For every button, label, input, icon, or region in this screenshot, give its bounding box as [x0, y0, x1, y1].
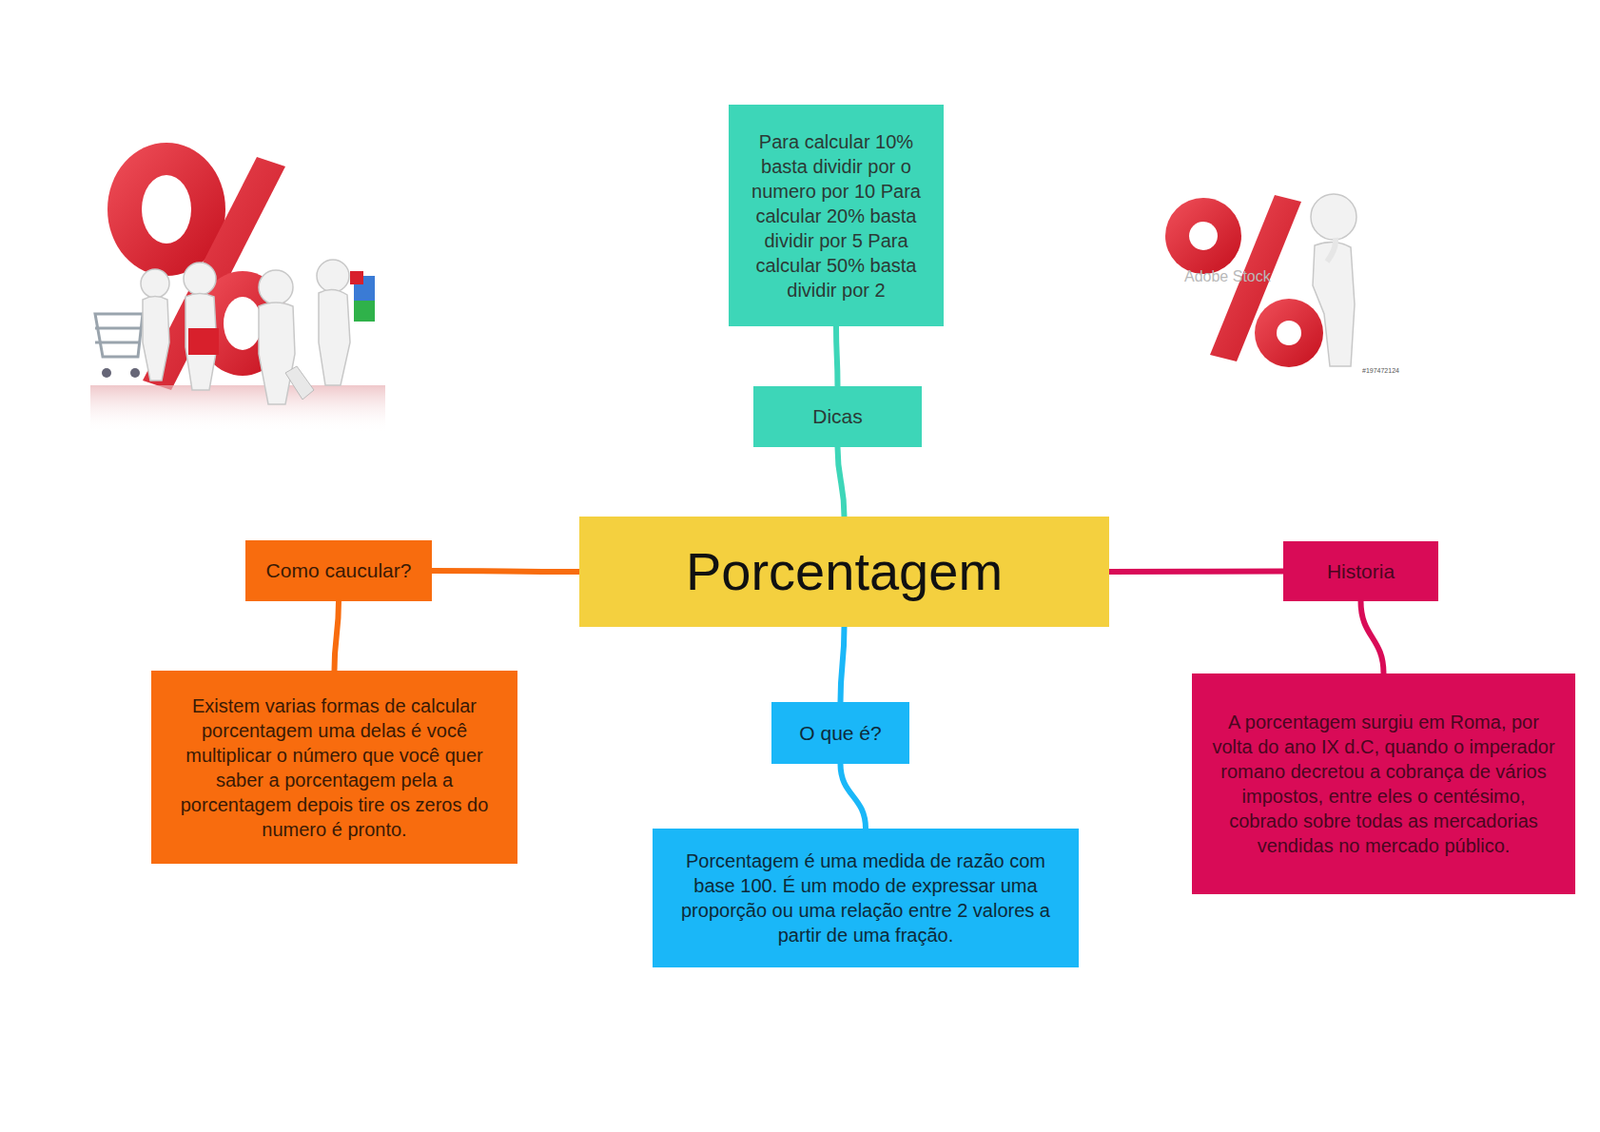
branch-connector: [840, 763, 867, 829]
central-topic: Porcentagem: [579, 516, 1110, 627]
tips-box: Para calcular 10% basta dividir por o nu…: [728, 104, 944, 327]
branch-connector: [431, 570, 580, 572]
node-text: Historia: [1326, 558, 1395, 585]
watermark: Adobe Stock: [1184, 268, 1271, 286]
branch-label: Historia: [1283, 541, 1439, 602]
title-text: Porcentagem: [685, 537, 1003, 607]
text-box: A porcentagem surgiu em Roma, por volta …: [1191, 673, 1576, 895]
branch-label: Como caucular?: [245, 540, 432, 602]
branch-label: Dicas: [753, 386, 922, 448]
node-text: A porcentagem surgiu em Roma, por volta …: [1207, 709, 1561, 859]
node-text: Existem varias formas de calcular porcen…: [166, 693, 503, 842]
percent-people-illustration: [90, 142, 386, 433]
branch-connector: [840, 626, 845, 703]
node-text: Dicas: [812, 403, 863, 430]
text-box: Porcentagem é uma medida de razão com ba…: [652, 828, 1079, 968]
node-text: Porcentagem é uma medida de razão com ba…: [667, 848, 1064, 948]
branch-connector: [836, 326, 839, 387]
node-text: O que é?: [799, 720, 881, 746]
node-text: Para calcular 10% basta dividir por o nu…: [740, 129, 933, 303]
branch-connector: [1361, 601, 1385, 674]
stock-number: #197472124: [1362, 367, 1400, 375]
percent-thinker-illustration: [1165, 194, 1357, 368]
branch-connector: [1109, 568, 1284, 576]
node-text: Como caucular?: [266, 557, 412, 584]
branch-label: O que é?: [771, 702, 910, 764]
text-box: Existem varias formas de calcular porcen…: [151, 670, 518, 864]
branch-connector: [838, 447, 845, 517]
branch-connector: [334, 601, 340, 671]
